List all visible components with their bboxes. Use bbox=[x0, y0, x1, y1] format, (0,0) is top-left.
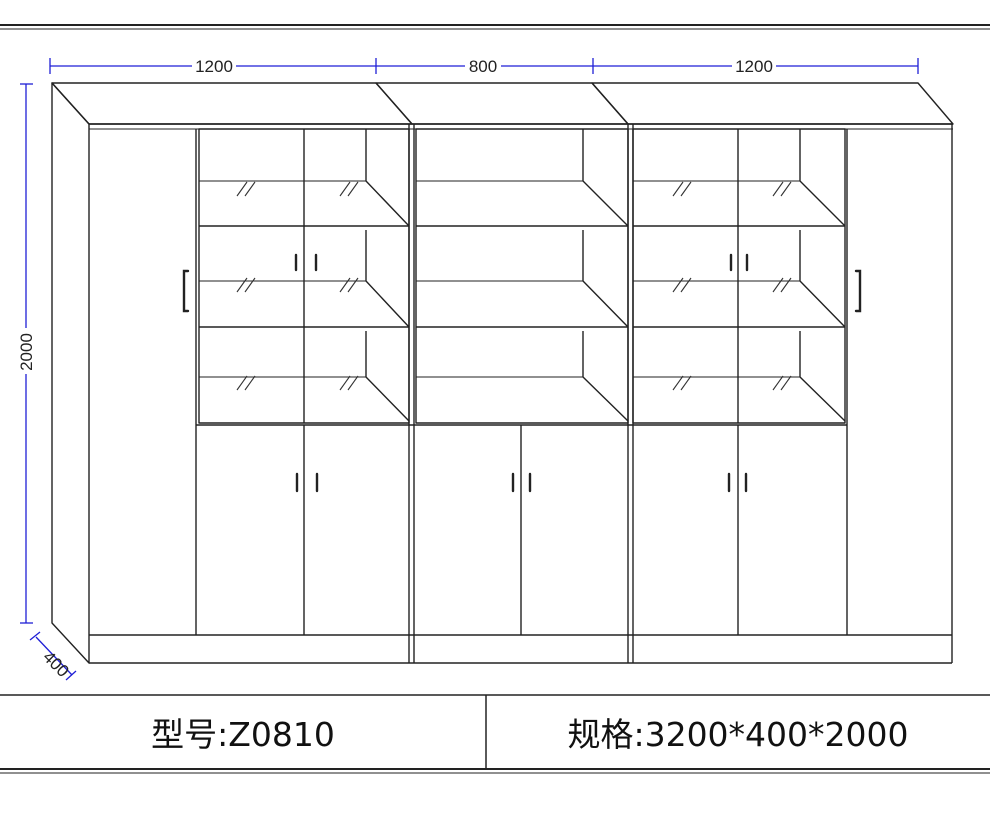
left-interior-3 bbox=[365, 331, 410, 422]
width-right-label: 1200 bbox=[735, 57, 773, 76]
dimension-lines bbox=[20, 58, 919, 681]
depth-label: 400 bbox=[39, 647, 72, 680]
label-bg bbox=[16, 328, 36, 374]
glass-mark-icon bbox=[339, 375, 359, 391]
width-middle-label: 800 bbox=[469, 57, 497, 76]
left-interior-1 bbox=[365, 129, 410, 227]
handle-icon bbox=[182, 269, 190, 313]
middle-interior-2 bbox=[582, 230, 629, 328]
specification: 规格:3200*400*2000 bbox=[567, 715, 909, 754]
middle-interior-1 bbox=[582, 129, 629, 227]
side-panel-left bbox=[51, 82, 90, 664]
depth-dimension-line bbox=[35, 636, 73, 676]
right-interior-2 bbox=[799, 230, 846, 328]
glass-mark-icon bbox=[236, 375, 256, 391]
handles bbox=[182, 253, 862, 493]
handle-icon bbox=[294, 253, 318, 272]
glass-mark-icon bbox=[672, 277, 692, 293]
dimension-tick bbox=[29, 631, 41, 641]
glass-mark-icon bbox=[772, 375, 792, 391]
right-interior-3 bbox=[799, 331, 846, 422]
handle-icon bbox=[854, 269, 862, 313]
glass-marks bbox=[236, 181, 792, 391]
handle-icon bbox=[295, 472, 319, 493]
model-number: 型号:Z0810 bbox=[151, 715, 335, 754]
handle-icon bbox=[729, 253, 749, 272]
glass-mark-icon bbox=[236, 277, 256, 293]
glass-mark-icon bbox=[772, 181, 792, 197]
label-bg bbox=[465, 56, 501, 76]
glass-mark-icon bbox=[672, 181, 692, 197]
height-label: 2000 bbox=[17, 333, 36, 371]
right-glass-frame bbox=[632, 128, 846, 424]
top-panel-left bbox=[51, 82, 413, 125]
glass-mark-icon bbox=[339, 181, 359, 197]
info-row: 型号:Z0810 规格:3200*400*2000 bbox=[0, 695, 990, 769]
label-bg bbox=[732, 56, 776, 76]
left-interior-2 bbox=[365, 230, 410, 328]
middle-interior-3 bbox=[582, 331, 629, 422]
width-left-label: 1200 bbox=[195, 57, 233, 76]
glass-mark-icon bbox=[672, 375, 692, 391]
dimension-tick bbox=[65, 670, 77, 681]
label-bg bbox=[192, 56, 236, 76]
middle-frame bbox=[415, 128, 629, 424]
handle-icon bbox=[727, 472, 748, 493]
glass-mark-icon bbox=[339, 277, 359, 293]
top-panel-right bbox=[591, 82, 954, 125]
cabinet-outline bbox=[0, 24, 990, 664]
handle-icon bbox=[511, 472, 532, 493]
right-interior-1 bbox=[799, 129, 846, 227]
glass-mark-icon bbox=[236, 181, 256, 197]
dimension-labels: 1200 800 1200 2000 400 bbox=[16, 56, 776, 681]
info-table-lines bbox=[0, 694, 990, 774]
top-panel-middle bbox=[375, 82, 629, 125]
glass-mark-icon bbox=[772, 277, 792, 293]
